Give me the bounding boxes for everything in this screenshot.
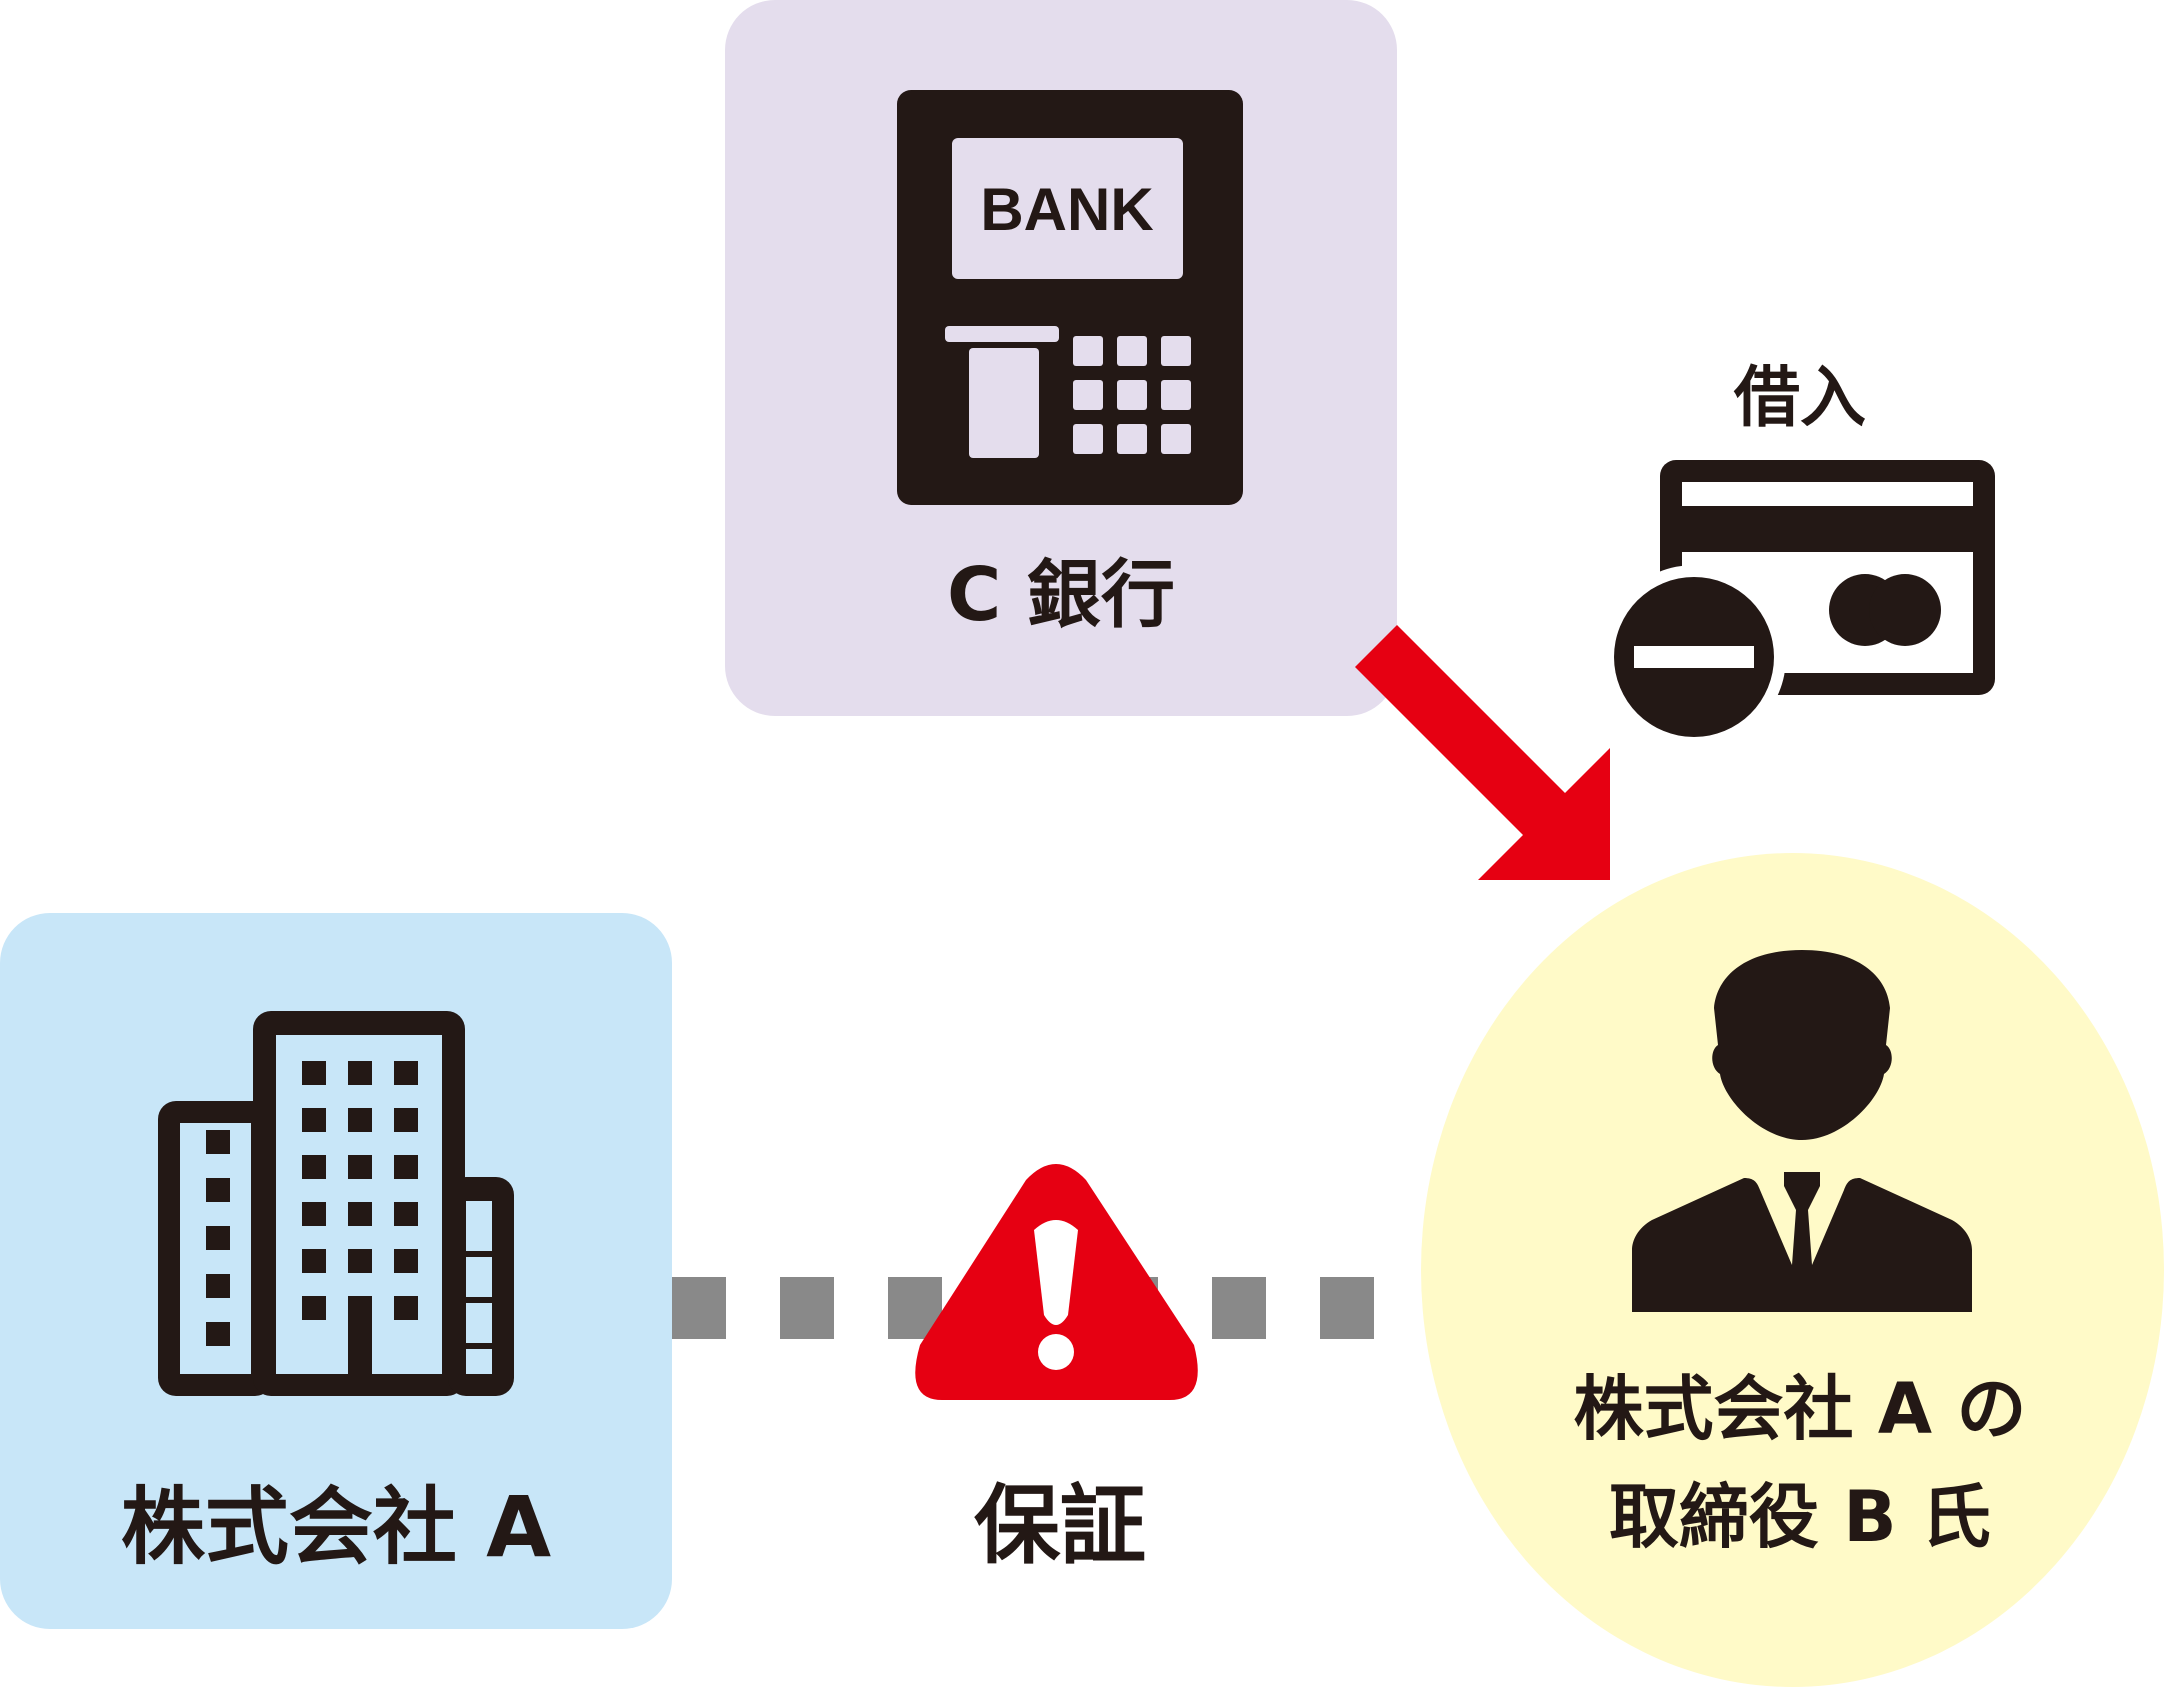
guarantee-label: 保証 (974, 1476, 1146, 1576)
businessman-icon (1632, 950, 1972, 1312)
credit-card-minus-icon (1602, 460, 1995, 749)
building-icon (158, 1011, 514, 1396)
loan-label: 借入 (1734, 359, 1866, 436)
bank-label: C 銀行 (946, 552, 1176, 638)
person-label: 株式会社 A の 取締役 B 氏 (1500, 1355, 2100, 1571)
bank-screen-text: BANK (980, 176, 1153, 243)
warning-icon (915, 1164, 1198, 1400)
company-label: 株式会社 A (120, 1478, 552, 1576)
person-label-line1: 株式会社 A の (1573, 1368, 2027, 1450)
atm-icon: BANK (897, 90, 1243, 505)
person-label-line2: 取締役 B 氏 (1608, 1476, 1992, 1558)
